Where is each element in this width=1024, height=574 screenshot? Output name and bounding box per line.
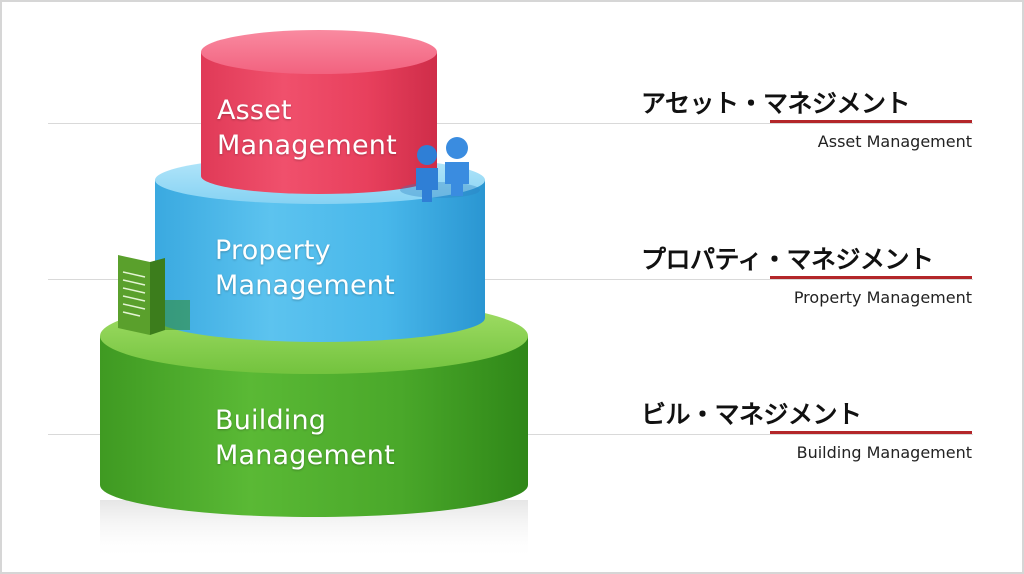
accent-line-building (770, 431, 972, 434)
tier-label-asset-line1: Asset (217, 95, 292, 126)
guide-line-asset (48, 123, 973, 124)
accent-line-asset (770, 120, 972, 123)
label-en-property: Property Management (793, 288, 972, 307)
asset-tier (201, 30, 437, 194)
document-icon (118, 255, 190, 335)
label-jp-asset: アセット・マネジメント (641, 89, 911, 118)
tier-label-property-line1: Property (215, 235, 331, 266)
tier-label-asset-line2: Management (217, 130, 397, 161)
tier-label-property-line2: Management (215, 270, 395, 301)
tier-label-building-line1: Building (215, 405, 327, 436)
label-jp-property: プロパティ・マネジメント (641, 245, 934, 274)
tier-label-building-line2: Management (215, 440, 395, 471)
label-en-asset: Asset Management (817, 132, 972, 151)
tier-label-asset: Asset Management (217, 93, 397, 163)
guide-line-property (48, 279, 973, 280)
label-en-building: Building Management (796, 443, 972, 462)
label-jp-building: ビル・マネジメント (641, 400, 862, 429)
tier-label-building: Building Management (215, 403, 395, 473)
floor-reflection (100, 500, 528, 560)
people-icon (400, 137, 480, 202)
accent-line-property (770, 276, 972, 279)
tier-label-property: Property Management (215, 233, 395, 303)
